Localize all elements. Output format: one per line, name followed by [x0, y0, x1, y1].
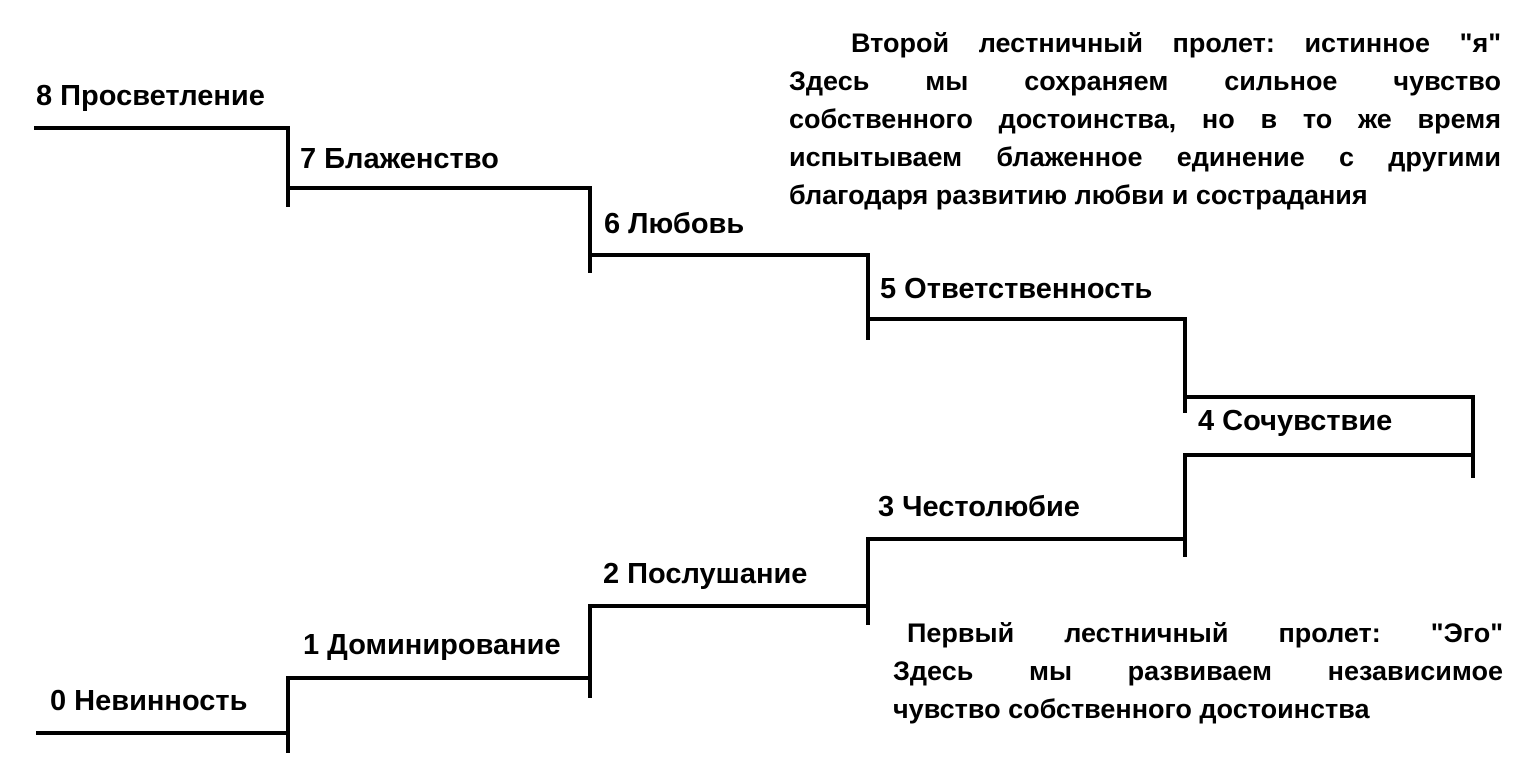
annotation-line: Первый лестничный пролет: "Эго" [907, 618, 1503, 648]
stair-tread-0 [36, 731, 290, 735]
stair-tread-6 [588, 253, 870, 257]
annotation-line: испытываем блаженное единение с другими [789, 142, 1501, 172]
stair-tread-2 [588, 604, 870, 608]
annotation-line: благодаря развитию любви и сострадания [789, 180, 1368, 210]
stair-riser-5-4 [1183, 317, 1187, 413]
stair-tread-5 [866, 317, 1187, 321]
step-label-0: 0 Невинность [50, 685, 248, 717]
stair-riser-2-3 [866, 537, 870, 625]
step-label-7: 7 Блаженство [300, 143, 499, 175]
stair-tread-4-upper [1183, 395, 1475, 399]
stair-riser-6-5 [866, 253, 870, 340]
annotation-line: чувство собственного достоинства [893, 694, 1370, 724]
stair-riser-0-1 [286, 676, 290, 753]
stair-tread-4-lower [1183, 453, 1475, 457]
stair-tread-8 [34, 126, 290, 130]
stair-tread-3 [866, 537, 1187, 541]
stair-tread-7 [286, 186, 592, 190]
annotation-line: Здесь мы сохраняем сильное чувство [789, 66, 1501, 96]
step-label-8: 8 Просветление [36, 80, 265, 112]
annotation-line: Здесь мы развиваем независимое [893, 656, 1503, 686]
stair-riser-3-4 [1183, 453, 1187, 557]
stair-tread-1 [286, 676, 592, 680]
first-flight-annotation: Первый лестничный пролет: "Эго" Здесь мы… [893, 614, 1503, 728]
second-flight-annotation: Второй лестничный пролет: истинное "я" З… [789, 24, 1501, 214]
step-label-4: 4 Сочувствие [1198, 405, 1393, 437]
stair-riser-4-right [1471, 395, 1475, 478]
stair-riser-7-6 [588, 186, 592, 273]
step-label-2: 2 Послушание [603, 558, 808, 590]
step-label-1: 1 Доминирование [303, 629, 561, 661]
step-label-5: 5 Ответственность [880, 273, 1153, 305]
stair-riser-8-7 [286, 126, 290, 207]
step-label-6: 6 Любовь [604, 208, 745, 240]
stair-riser-1-2 [588, 604, 592, 698]
step-label-3: 3 Честолюбие [878, 491, 1080, 523]
annotation-line: собственного достоинства, но в то же вре… [789, 104, 1501, 134]
annotation-line: Второй лестничный пролет: истинное "я" [851, 28, 1501, 58]
